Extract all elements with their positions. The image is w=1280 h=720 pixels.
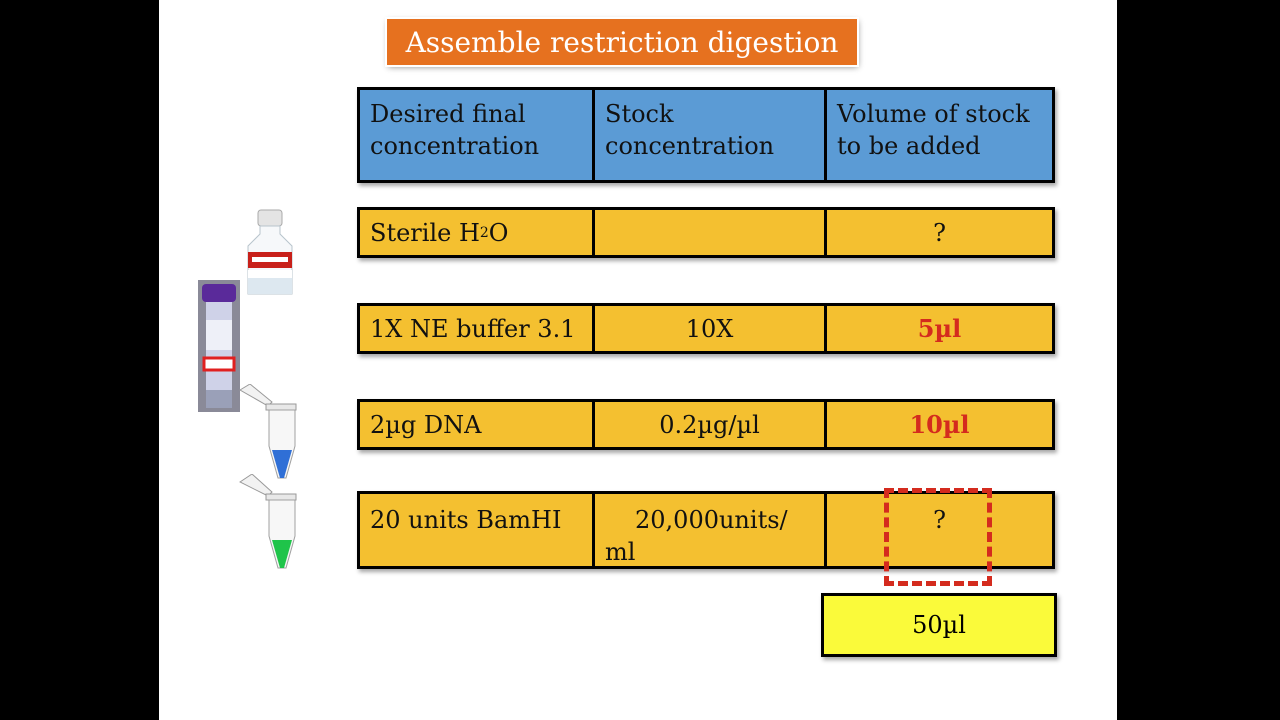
row-label: 1X NE buffer 3.1 — [370, 314, 576, 343]
blue-microtube-icon — [239, 384, 297, 479]
row-stock — [592, 210, 824, 255]
row-stock: 10X — [592, 306, 824, 351]
header-desired-final-concentration: Desired final concentration — [370, 100, 540, 160]
highlight-box — [884, 488, 992, 586]
green-microtube-icon — [239, 474, 297, 569]
row-volume: 5µl — [824, 306, 1052, 351]
table-row-dna: 2µg DNA 0.2µg/µl 10µl — [357, 399, 1055, 450]
total-volume: 50µl — [821, 593, 1057, 657]
row-volume: 10µl — [824, 402, 1052, 447]
header-volume-to-add: Volume of stock to be added — [824, 90, 1052, 180]
row-stock: 20,000units/ ml — [592, 494, 824, 566]
table-row-buffer: 1X NE buffer 3.1 10X 5µl — [357, 303, 1055, 354]
water-bottle-icon — [247, 209, 293, 295]
row-label: 2µg DNA — [370, 410, 482, 439]
row-volume: ? — [824, 494, 1052, 566]
enzyme-vial-icon — [198, 280, 240, 412]
row-volume: ? — [824, 210, 1052, 255]
row-stock: 0.2µg/µl — [592, 402, 824, 447]
table-header: Desired final concentration Stock concen… — [357, 87, 1055, 183]
table-row-enzyme: 20 units BamHI 20,000units/ ml ? — [357, 491, 1055, 569]
row-label: 20 units BamHI — [370, 506, 562, 534]
slide-title: Assemble restriction digestion — [387, 19, 857, 65]
header-stock-concentration: Stock concentration — [592, 90, 824, 180]
